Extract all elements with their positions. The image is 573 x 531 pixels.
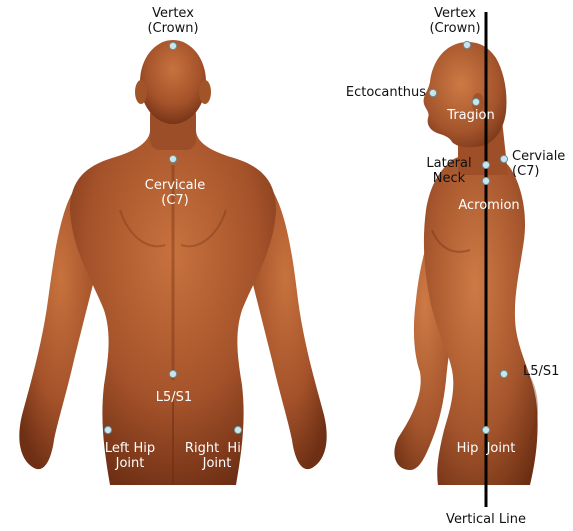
marker-side-hip-joint (482, 426, 489, 433)
label-side-cerviale: Cerviale (C7) (512, 149, 565, 179)
marker-side-vertex (463, 41, 470, 48)
label-back-right-hip: Right Hip Joint (185, 441, 249, 471)
label-side-hip-joint: Hip Joint (457, 441, 516, 456)
marker-back-l5s1 (169, 370, 176, 377)
back-left-ear (135, 80, 147, 104)
marker-back-cervicale (169, 155, 176, 162)
marker-side-tragion (472, 98, 479, 105)
marker-back-vertex (169, 42, 176, 49)
label-side-tragion: Tragion (447, 108, 494, 123)
marker-side-acromion (482, 177, 489, 184)
label-side-ectocanthus: Ectocanthus (346, 85, 426, 100)
label-back-l5s1: L5/S1 (156, 390, 192, 405)
back-right-ear (199, 80, 211, 104)
back-view-figure (19, 40, 326, 485)
label-back-vertex: Vertex (Crown) (147, 6, 198, 36)
marker-side-l5s1 (500, 370, 507, 377)
label-back-cervicale: Cervicale (C7) (145, 178, 205, 208)
back-head (140, 40, 206, 124)
marker-side-lateral-neck (482, 161, 489, 168)
label-side-vertex: Vertex (Crown) (429, 6, 480, 36)
marker-back-right-hip (234, 426, 241, 433)
marker-side-ectocanthus (429, 89, 436, 96)
marker-back-left-hip (104, 426, 111, 433)
label-side-l5s1: L5/S1 (523, 364, 559, 379)
marker-side-cerviale (500, 155, 507, 162)
label-vertical-line: Vertical Line (446, 512, 526, 527)
label-back-left-hip: Left Hip Joint (105, 441, 155, 471)
label-side-acromion: Acromion (458, 198, 519, 213)
label-side-lateral-neck: Lateral Neck (426, 156, 471, 186)
